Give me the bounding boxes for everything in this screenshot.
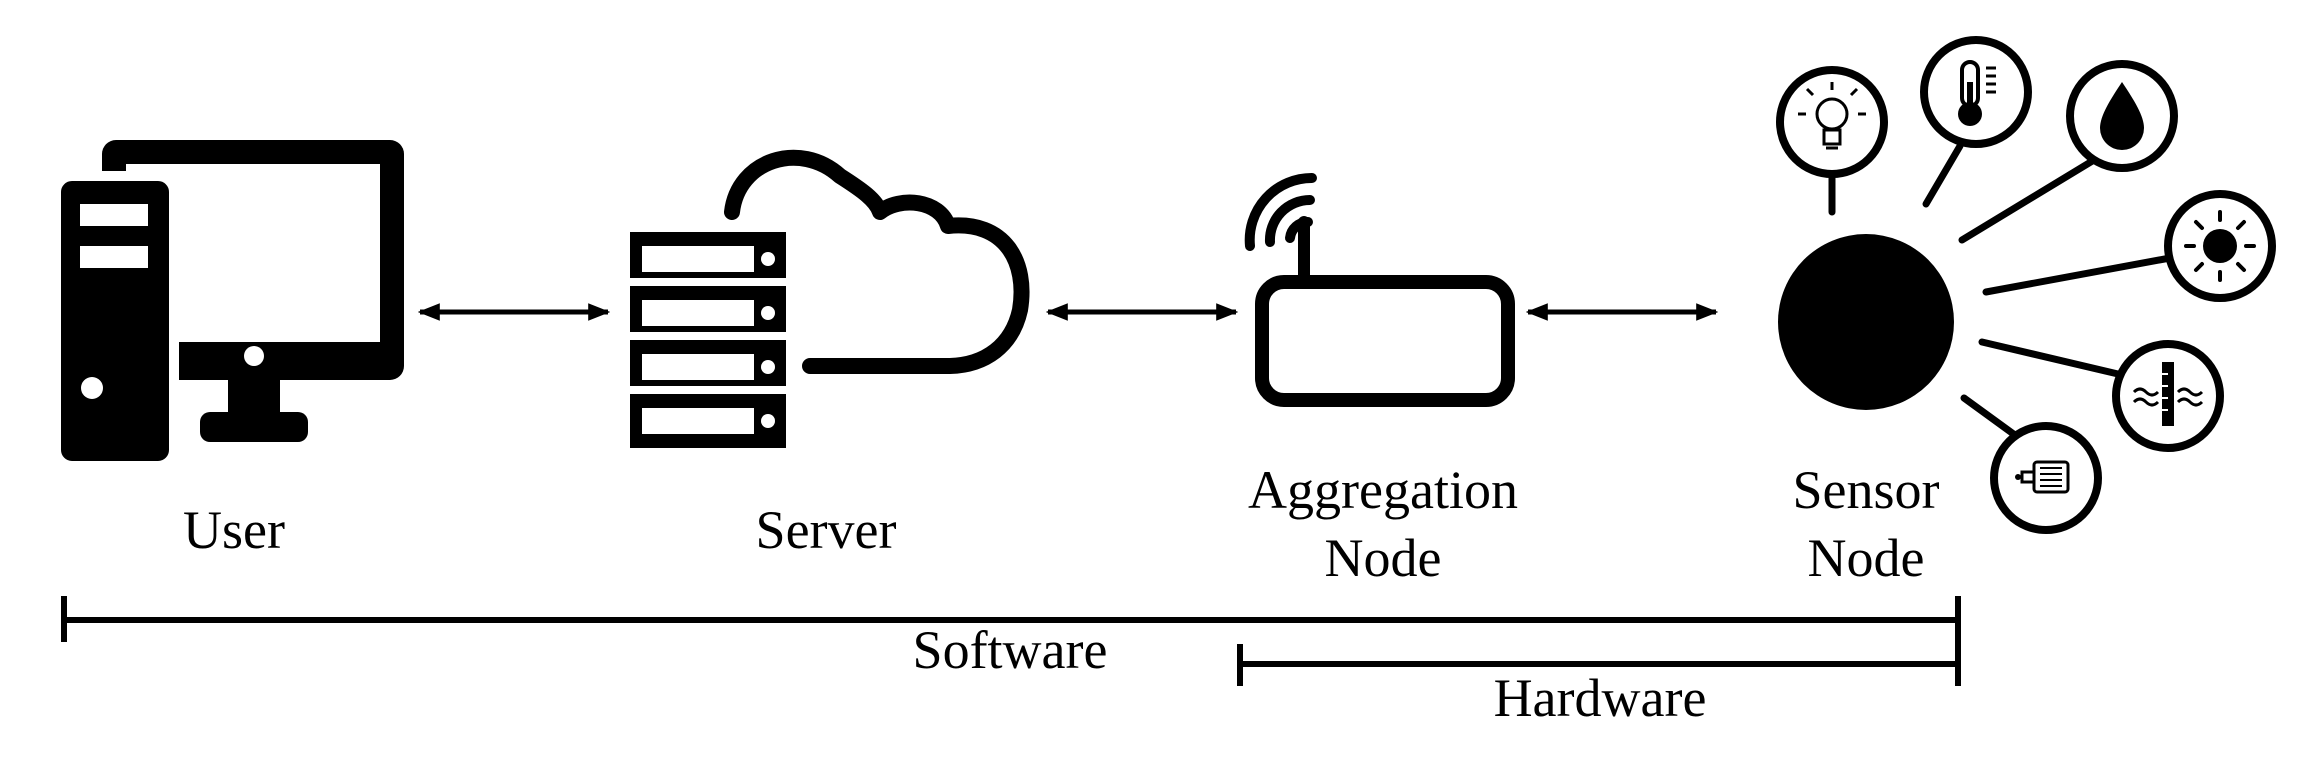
connector-water-level xyxy=(1978,338,2122,378)
sensor-label-line1: Sensor xyxy=(1793,460,1940,520)
user-label: User xyxy=(183,500,285,560)
sensor-label-line2: Node xyxy=(1808,528,1925,588)
light-bulb-icon xyxy=(1776,66,1888,178)
sensor-connector-lines xyxy=(1828,142,2174,450)
water-drop-icon xyxy=(2066,60,2178,172)
motor-icon xyxy=(1990,422,2102,534)
software-label: Software xyxy=(913,620,1108,680)
aggregation-label-line2: Node xyxy=(1325,528,1442,588)
sun-icon xyxy=(2164,190,2276,302)
aggregation-label-line1: Aggregation xyxy=(1248,460,1518,520)
cloud-server-icon xyxy=(622,149,1030,456)
software-span xyxy=(61,596,1961,686)
router-icon xyxy=(1244,172,1515,407)
water-level-icon xyxy=(2112,340,2224,452)
connector-water-drop xyxy=(1958,156,2098,244)
hardware-label: Hardware xyxy=(1494,668,1707,728)
sensor-node-icon xyxy=(1778,234,1954,410)
desktop-computer-icon xyxy=(51,140,404,471)
server-label: Server xyxy=(756,500,897,560)
connector-sun xyxy=(1982,254,2174,296)
connector-thermometer xyxy=(1922,142,1964,208)
hardware-span xyxy=(1237,644,1958,686)
thermometer-icon xyxy=(1920,36,2032,148)
